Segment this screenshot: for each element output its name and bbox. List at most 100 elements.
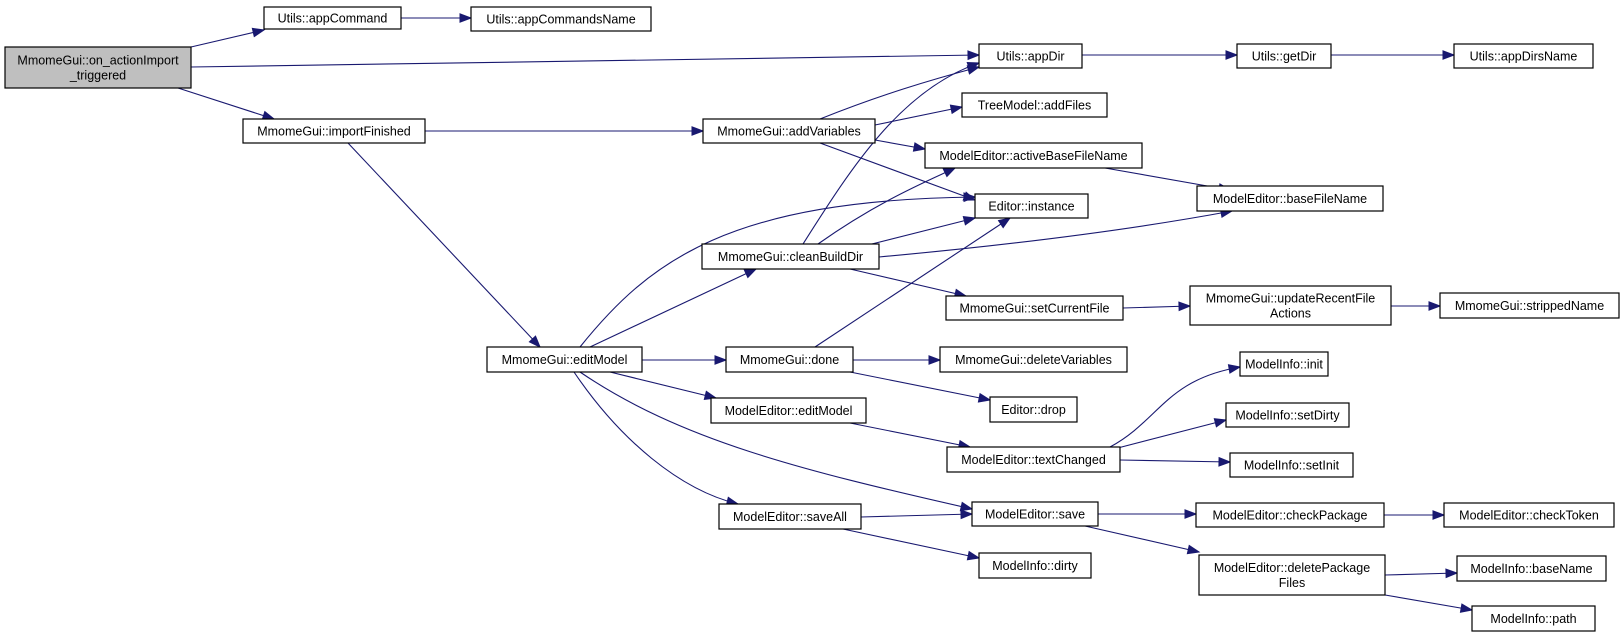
node-box: [1236, 43, 1332, 69]
edge-editModel-to-instance: [579, 196, 976, 348]
node-saveAll[interactable]: ModelEditor::saveAll: [718, 503, 862, 530]
node-addVariables[interactable]: MmomeGui::addVariables: [702, 118, 876, 144]
node-root[interactable]: MmomeGui::on_actionImport_triggered: [4, 46, 192, 89]
edge-addVariables-to-addFiles: [874, 106, 963, 126]
edge-cleanBuildDir-to-instance: [859, 217, 976, 248]
edge-textChanged-to-setDirty: [1109, 419, 1227, 451]
edge-saveAll-to-save-arrowhead: [960, 509, 974, 520]
edge-getDir-to-appDirsName-arrowhead: [1442, 50, 1456, 60]
node-setInit[interactable]: ModelInfo::setInit: [1229, 452, 1354, 478]
node-box: [486, 346, 643, 373]
node-label: MmomeGui::cleanBuildDir: [718, 250, 863, 264]
edge-save-to-deletePackageFiles: [1084, 525, 1200, 553]
node-addFiles[interactable]: TreeModel::addFiles: [961, 92, 1108, 118]
node-baseName[interactable]: ModelInfo::baseName: [1456, 555, 1607, 582]
node-instance[interactable]: Editor::instance: [974, 193, 1089, 219]
node-init[interactable]: ModelInfo::init: [1239, 351, 1329, 377]
node-label: Utils::getDir: [1252, 50, 1317, 64]
node-box: [718, 503, 862, 530]
edge-root-to-appDir-arrowhead: [967, 50, 981, 61]
node-importFinished[interactable]: MmomeGui::importFinished: [242, 118, 426, 144]
node-label: MmomeGui::strippedName: [1455, 299, 1604, 313]
edge-addVariables-to-appDir: [819, 66, 980, 120]
edge-root-to-appDir: [190, 54, 980, 68]
node-box: [1229, 452, 1354, 478]
node-appCommand[interactable]: Utils::appCommand: [263, 6, 402, 30]
node-label: ModelInfo::dirty: [992, 559, 1078, 573]
node-box: [1198, 554, 1386, 596]
edge-cleanBuildDir-to-appDir: [802, 62, 980, 245]
edge-addVariables-to-addFiles-arrowhead: [949, 104, 964, 115]
node-drop[interactable]: Editor::drop: [989, 396, 1078, 423]
node-label: ModelEditor::activeBaseFileName: [939, 149, 1127, 163]
node-label: MmomeGui::addVariables: [717, 125, 861, 139]
node-label: Utils::appDirsName: [1470, 50, 1578, 64]
node-path[interactable]: ModelInfo::path: [1471, 605, 1596, 632]
edge-textChanged-to-init: [1109, 366, 1241, 448]
node-label: Editor::drop: [1001, 403, 1066, 417]
edge-cleanBuildDir-to-activeBaseFileName-arrowhead: [942, 167, 957, 178]
node-box: [1196, 185, 1384, 212]
node-label: MmomeGui::on_actionImport: [17, 54, 179, 68]
node-label: ModelInfo::init: [1245, 358, 1323, 372]
node-checkPackage[interactable]: ModelEditor::checkPackage: [1195, 502, 1385, 528]
node-getDir[interactable]: Utils::getDir: [1236, 43, 1332, 69]
node-label: MmomeGui::deleteVariables: [955, 353, 1112, 367]
node-dirty[interactable]: ModelInfo::dirty: [978, 552, 1092, 579]
node-box: [1195, 502, 1385, 528]
node-box: [946, 446, 1121, 473]
edge-done-to-drop-arrowhead: [977, 392, 992, 403]
node-setCurrentFile[interactable]: MmomeGui::setCurrentFile: [945, 295, 1124, 321]
node-baseFileName[interactable]: ModelEditor::baseFileName: [1196, 185, 1384, 212]
edge-layer: [177, 13, 1474, 613]
node-label: ModelEditor::deletePackage: [1214, 561, 1370, 575]
edge-save-to-checkPackage-arrowhead: [1184, 509, 1198, 519]
edge-checkPackage-to-checkToken-arrowhead: [1432, 510, 1446, 520]
node-checkToken[interactable]: ModelEditor::checkToken: [1443, 502, 1615, 528]
node-box: [1443, 502, 1615, 528]
node-textChanged[interactable]: ModelEditor::textChanged: [946, 446, 1121, 473]
node-box: [710, 397, 867, 424]
node-box: [945, 295, 1124, 321]
node-deleteVariables[interactable]: MmomeGui::deleteVariables: [939, 346, 1128, 373]
node-appDirsName[interactable]: Utils::appDirsName: [1453, 43, 1594, 69]
node-editModel[interactable]: MmomeGui::editModel: [486, 346, 643, 373]
edge-root-to-importFinished: [177, 87, 275, 120]
edge-saveAll-to-dirty-arrowhead: [966, 550, 981, 561]
edge-editModel-to-cleanBuildDir-arrowhead: [743, 268, 758, 279]
node-label: ModelEditor::editModel: [725, 404, 853, 418]
node-setDirty[interactable]: ModelInfo::setDirty: [1225, 402, 1350, 428]
node-label: _triggered: [69, 69, 126, 83]
node-box: [4, 46, 192, 89]
node-done[interactable]: MmomeGui::done: [725, 346, 854, 373]
edge-addVariables-to-instance: [819, 142, 976, 201]
node-appDir[interactable]: Utils::appDir: [978, 43, 1083, 69]
node-label: MmomeGui::setCurrentFile: [959, 302, 1109, 316]
node-appCommandsName[interactable]: Utils::appCommandsName: [470, 6, 652, 32]
node-activeBaseFileName[interactable]: ModelEditor::activeBaseFileName: [924, 142, 1143, 169]
edge-done-to-deleteVariables-arrowhead: [928, 355, 942, 365]
node-strippedName[interactable]: MmomeGui::strippedName: [1439, 292, 1620, 319]
edge-editModel-to-instance-arrowhead: [963, 192, 977, 203]
node-label: MmomeGui::editModel: [502, 353, 628, 367]
node-box: [978, 552, 1092, 579]
node-meEditModel[interactable]: ModelEditor::editModel: [710, 397, 867, 424]
edge-editModel-to-save-arrowhead: [959, 501, 974, 512]
node-box: [1471, 605, 1596, 632]
edge-deletePackageFiles-to-baseName-arrowhead: [1445, 568, 1459, 579]
edge-textChanged-to-setDirty-arrowhead: [1213, 418, 1228, 428]
node-cleanBuildDir[interactable]: MmomeGui::cleanBuildDir: [701, 243, 880, 270]
node-label: MmomeGui::importFinished: [257, 125, 411, 139]
edge-saveAll-to-save: [860, 513, 973, 518]
node-box: [1189, 285, 1392, 326]
node-box: [725, 346, 854, 373]
node-label: TreeModel::addFiles: [978, 99, 1091, 113]
edge-cleanBuildDir-to-instance-arrowhead: [962, 216, 977, 226]
node-label: ModelEditor::baseFileName: [1213, 192, 1367, 206]
edge-cleanBuildDir-to-baseFileName: [878, 210, 1233, 258]
node-save[interactable]: ModelEditor::save: [971, 501, 1099, 527]
node-box: [924, 142, 1143, 169]
node-label: ModelInfo::setDirty: [1235, 409, 1340, 423]
